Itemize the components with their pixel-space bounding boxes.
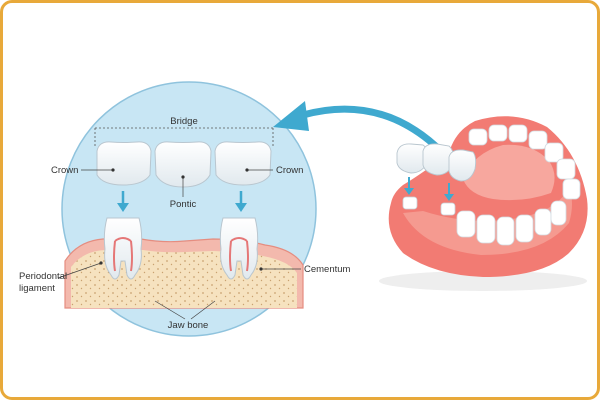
abutment-tooth-right	[219, 217, 259, 280]
crown-right-shape	[214, 141, 272, 186]
label-crown-right: Crown	[276, 165, 303, 176]
dental-bridge-diagram: Bridge Crown Crown Pontic Periodontal li…	[19, 81, 588, 337]
label-jaw-bone: Jaw bone	[168, 320, 209, 331]
abutment-tooth-left	[103, 217, 143, 280]
pointer-arrow	[273, 101, 447, 157]
bridge-crowns	[96, 141, 272, 188]
bridge-bracket	[94, 127, 274, 146]
label-bridge: Bridge	[170, 116, 197, 127]
jaw-model-illustration	[379, 116, 588, 291]
leader-dots	[99, 168, 263, 271]
label-periodontal-line2: ligament	[19, 283, 55, 294]
leader-lines	[57, 169, 301, 320]
label-pontic: Pontic	[170, 199, 197, 210]
label-periodontal-line1: Periodontal	[19, 271, 67, 282]
pontic-shape	[154, 141, 212, 188]
label-crown-left: Crown	[51, 165, 78, 176]
crown-left-shape	[96, 141, 152, 186]
down-arrows	[117, 191, 247, 212]
gum-and-jaw-section	[64, 238, 304, 309]
label-cementum: Cementum	[304, 264, 351, 275]
